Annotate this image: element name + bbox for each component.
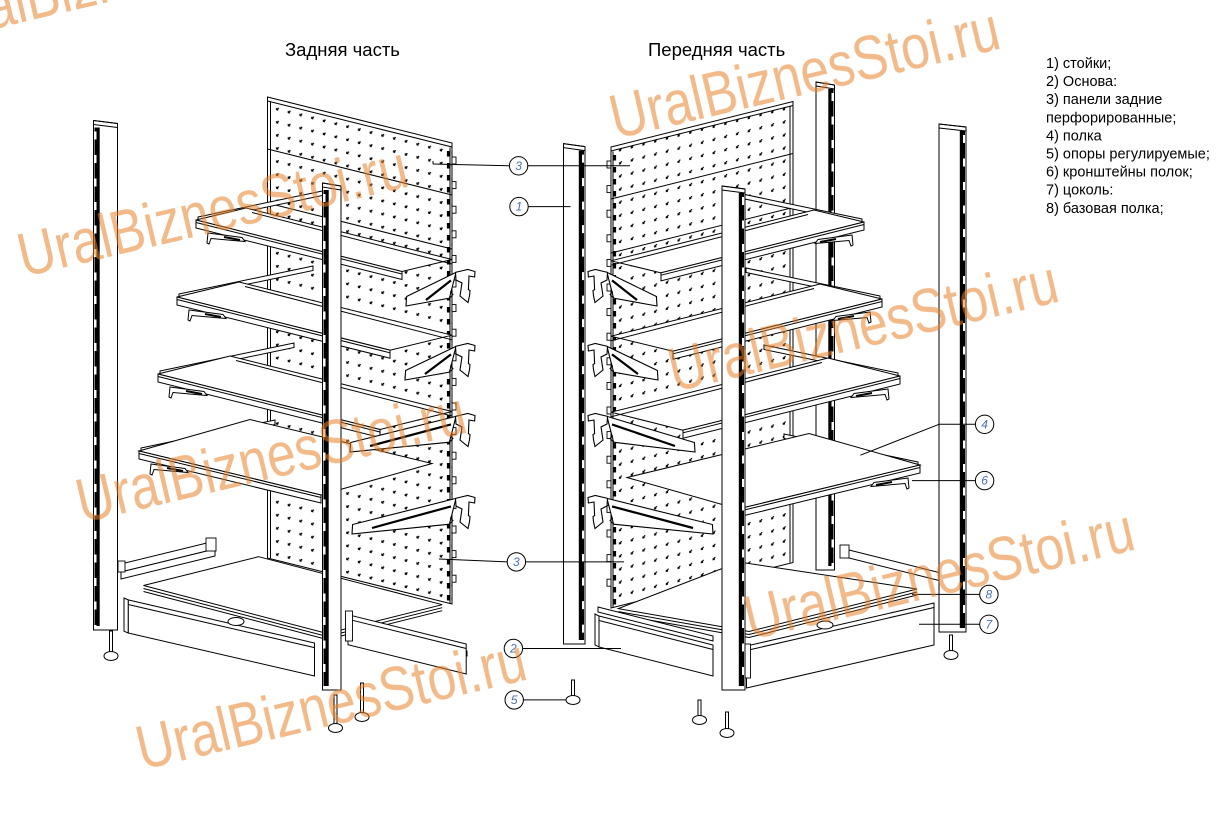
svg-text:6: 6 — [981, 474, 988, 488]
svg-text:5) опоры регулируемые;: 5) опоры регулируемые; — [1046, 147, 1210, 163]
svg-text:3: 3 — [513, 555, 520, 569]
svg-text:4: 4 — [981, 417, 988, 431]
svg-text:8) базовая полка;: 8) базовая полка; — [1046, 201, 1164, 217]
svg-text:перфорированные;: перфорированные; — [1046, 110, 1176, 126]
svg-text:2) Основа:: 2) Основа: — [1046, 74, 1117, 90]
svg-text:7) цоколь:: 7) цоколь: — [1046, 183, 1113, 199]
svg-text:Задняя часть: Задняя часть — [285, 39, 400, 60]
svg-text:3: 3 — [515, 159, 522, 173]
svg-text:1: 1 — [516, 200, 523, 214]
svg-text:5: 5 — [511, 693, 518, 707]
svg-text:4) полка: 4) полка — [1046, 128, 1103, 144]
svg-text:6) кронштейны полок;: 6) кронштейны полок; — [1046, 165, 1193, 181]
svg-text:1) стойки;: 1) стойки; — [1046, 56, 1111, 72]
svg-text:7: 7 — [986, 617, 994, 631]
svg-text:8: 8 — [986, 587, 993, 601]
svg-text:2: 2 — [509, 642, 517, 656]
svg-text:3) панели задние: 3) панели задние — [1046, 92, 1162, 108]
svg-text:Передняя часть: Передняя часть — [648, 39, 785, 60]
